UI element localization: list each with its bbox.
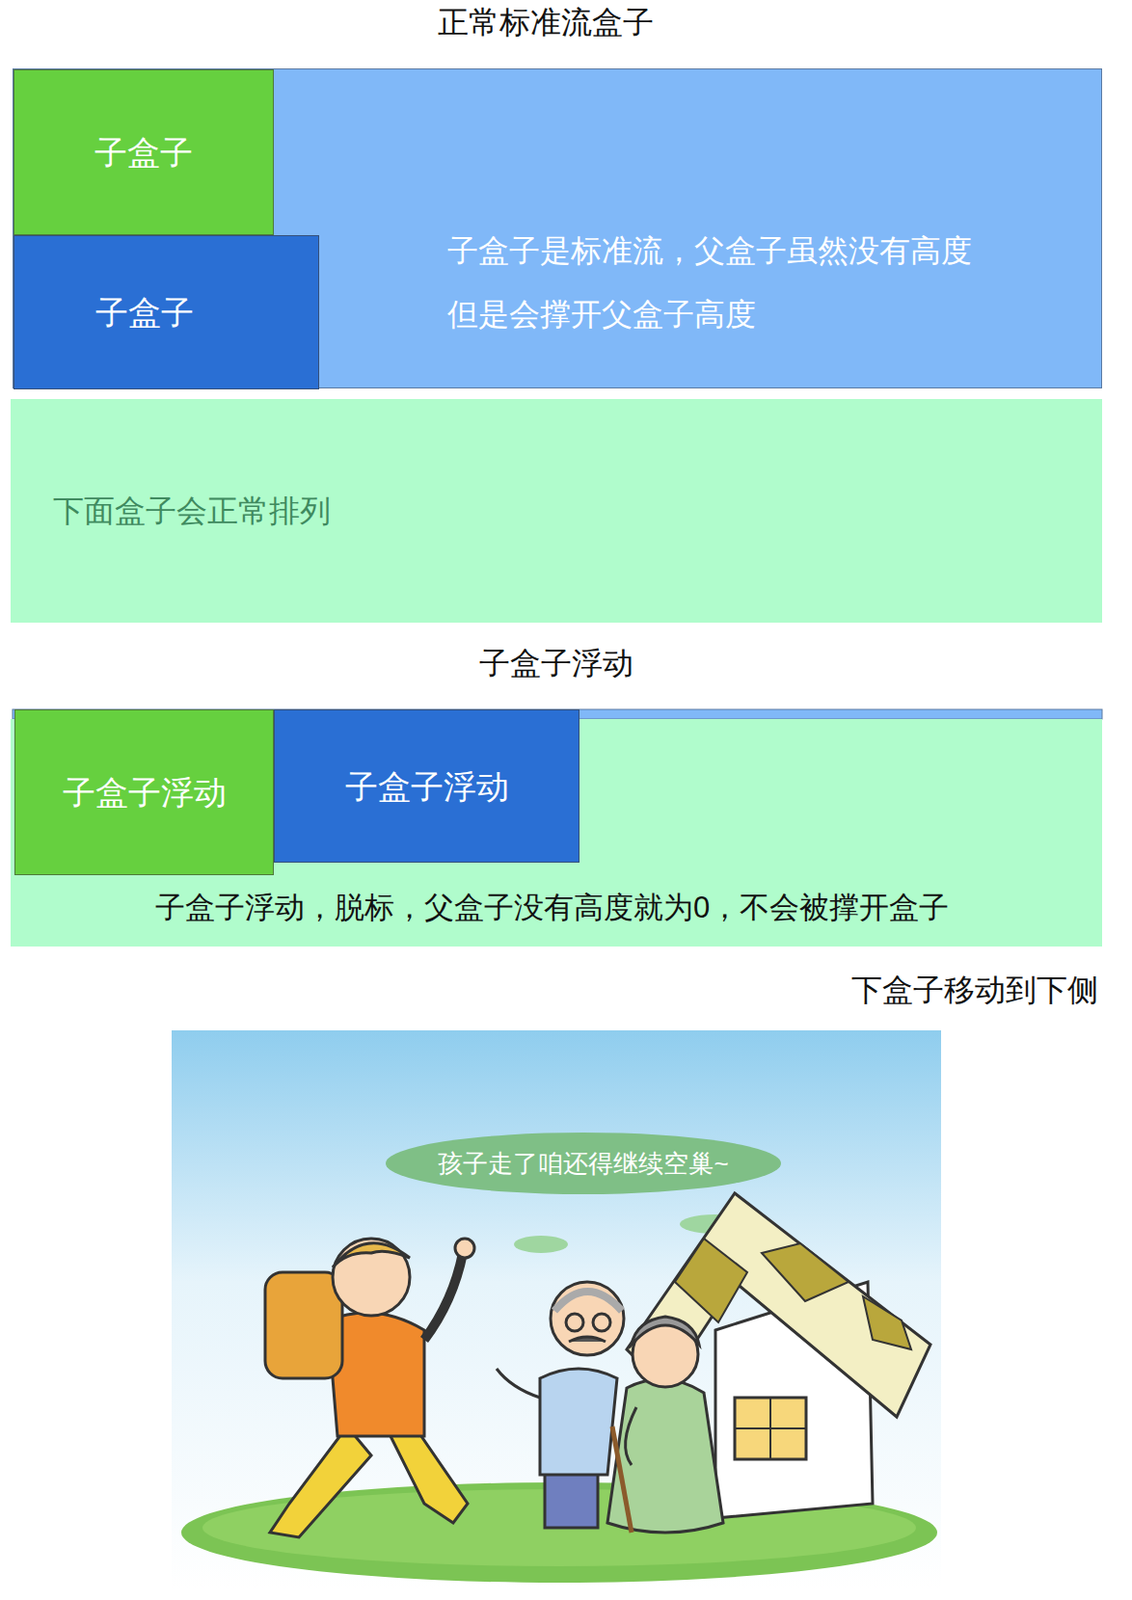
illustration-part [674, 1239, 912, 1350]
illustration-part [496, 1282, 632, 1534]
note-text: 下盒子移动到下侧 [578, 970, 1099, 1010]
speech-bubble-text: 孩子走了咱还得继续空巢~ [390, 1148, 777, 1181]
box-text: 子盒子浮动 [62, 771, 227, 814]
illustration-part [332, 1243, 410, 1268]
box-text: 子盒子浮动 [345, 765, 510, 809]
illustration-part [265, 1272, 343, 1379]
illustration-part [592, 1314, 611, 1332]
illustration-part [550, 1282, 624, 1356]
illustration-part [496, 1369, 540, 1399]
illustration-part [607, 1379, 724, 1534]
illustration-part [385, 1427, 468, 1524]
box-text: 子盒子是标准流，父盒子虽然没有高度 但是会撑开父盒子高度 [447, 218, 1007, 347]
floated-child-box: 子盒子浮动 [273, 709, 580, 863]
child-box: 子盒子 [13, 69, 274, 236]
illustration-part [385, 1132, 782, 1195]
box-text: 子盒子浮动，脱标，父盒子没有高度就为0，不会被撑开盒子 [155, 889, 1091, 928]
illustration-part [568, 1337, 606, 1343]
illustration-part [734, 1428, 807, 1430]
box-text: 子盒子 [95, 291, 194, 334]
child-box: 子盒子 [13, 235, 320, 390]
illustration-part [424, 1253, 463, 1341]
illustration-part [269, 1427, 372, 1538]
illustration-part [761, 1243, 849, 1302]
cartoon-illustration [171, 1030, 942, 1591]
illustration-part [612, 1427, 632, 1534]
floated-child-box: 子盒子浮动 [14, 709, 274, 876]
section-title: 正常标准流盒子 [0, 1, 1092, 45]
illustration-part [566, 1314, 584, 1332]
illustration-part [734, 1398, 807, 1460]
illustration-part [513, 1236, 568, 1254]
illustration-part [455, 1239, 475, 1259]
following-box: 下面盒子会正常排列 [10, 399, 1103, 623]
parent-box: 子盒子子盒子子盒子是标准流，父盒子虽然没有高度 但是会撑开父盒子高度 [12, 68, 1103, 389]
illustration-part [171, 1030, 942, 1591]
illustration-part [625, 1407, 637, 1466]
illustration-part [332, 1239, 410, 1317]
illustration-part [554, 1292, 622, 1312]
illustration-part [265, 1239, 475, 1538]
illustration-part [626, 1193, 931, 1418]
illustration-part [631, 1317, 700, 1346]
box-text: 子盒子 [94, 131, 193, 174]
box-text: 下面盒子会正常排列 [53, 491, 921, 531]
illustration-part [607, 1317, 724, 1534]
illustration-part [674, 1239, 748, 1323]
illustration-part [539, 1369, 618, 1476]
section-title: 子盒子浮动 [0, 644, 1113, 683]
illustration-part [862, 1296, 912, 1350]
